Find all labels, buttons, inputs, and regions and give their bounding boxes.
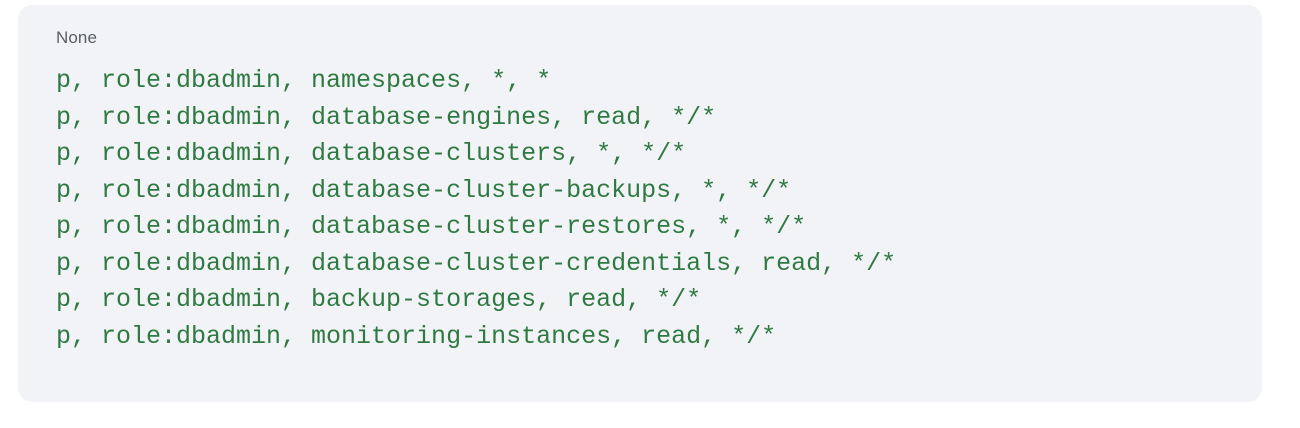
code-line: p, role:dbadmin, namespaces, *, * [56, 66, 552, 95]
code-line: p, role:dbadmin, database-engines, read,… [56, 102, 717, 132]
code-line: p, role:dbadmin, database-cluster-creden… [56, 248, 897, 278]
code-line: p, role:dbadmin, database-clusters, *, *… [56, 139, 687, 168]
code-line: p, role:dbadmin, database-cluster-restor… [56, 212, 807, 241]
code-language-label: None [56, 28, 98, 47]
code-line: p, role:dbadmin, backup-storages, read, … [56, 285, 702, 314]
code-block-panel: None p, role:dbadmin, namespaces, *, * p… [18, 5, 1262, 402]
code-content[interactable]: p, role:dbadmin, namespaces, *, * p, rol… [56, 63, 1234, 355]
code-line: p, role:dbadmin, monitoring-instances, r… [56, 321, 777, 351]
code-line: p, role:dbadmin, database-cluster-backup… [56, 175, 792, 205]
